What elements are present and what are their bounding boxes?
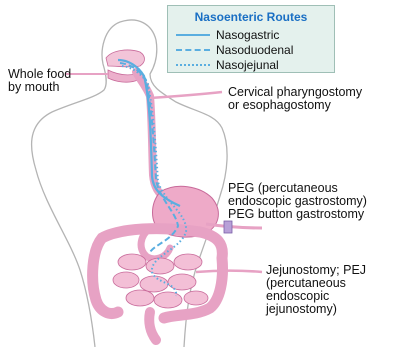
- legend-box: Nasoenteric Routes Nasogastric Nasoduode…: [167, 5, 335, 73]
- legend-item-nasojejunal: Nasojejunal: [176, 58, 332, 72]
- cervical-label: Cervical pharyngostomy or esophagostomy: [228, 86, 362, 112]
- legend-label: Nasojejunal: [216, 58, 279, 72]
- legend-title: Nasoenteric Routes: [168, 10, 334, 24]
- rectum: [149, 312, 156, 340]
- jejunostomy-tube: [196, 271, 262, 273]
- peg-button: [224, 221, 232, 233]
- dotted-line-swatch: [176, 64, 210, 66]
- solid-line-swatch: [176, 34, 210, 36]
- dashed-line-swatch: [176, 49, 210, 51]
- legend-label: Nasoduodenal: [216, 43, 293, 57]
- peg-label: PEG (percutaneous endoscopic gastrostomy…: [228, 182, 367, 221]
- legend-item-nasogastric: Nasogastric: [176, 28, 332, 42]
- cervical-tube: [150, 92, 222, 98]
- jejunostomy-label: Jejunostomy; PEJ (percutaneous endoscopi…: [266, 264, 366, 316]
- legend-label: Nasogastric: [216, 28, 279, 42]
- legend-item-nasoduodenal: Nasoduodenal: [176, 43, 332, 57]
- whole-food-label: Whole food by mouth: [8, 68, 71, 94]
- peg-tube: [206, 224, 262, 228]
